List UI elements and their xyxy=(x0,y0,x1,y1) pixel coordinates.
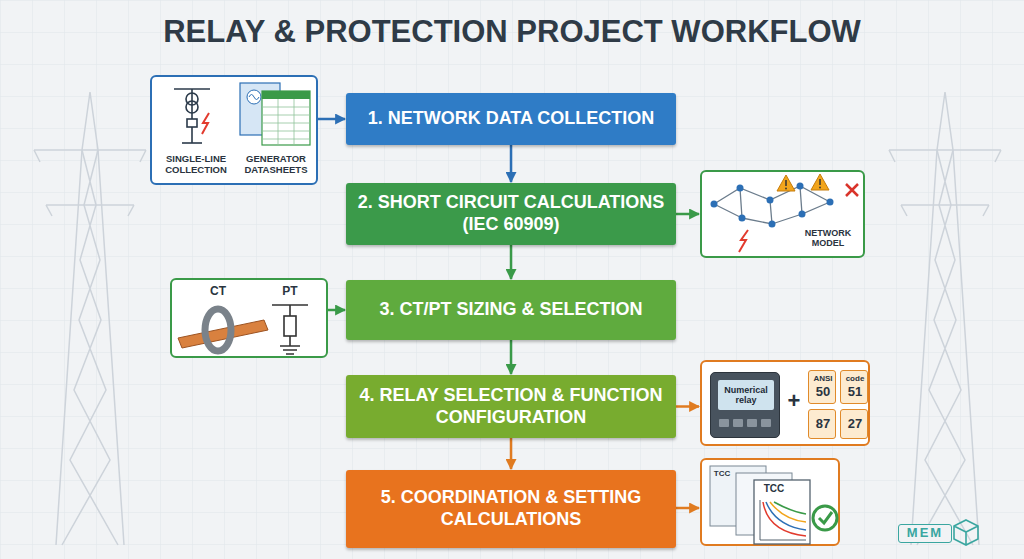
ansi-code-box: 27 xyxy=(840,409,868,439)
illustration-panel: NETWORK MODEL xyxy=(700,170,865,258)
step-title: 3. CT/PT SIZING & SELECTION xyxy=(379,299,642,321)
node-text: SINGLE-LINE COLLECTION xyxy=(156,154,236,176)
ansi-code-box: ANSI 50 xyxy=(808,370,836,404)
node-text: PT xyxy=(270,285,310,299)
flow-arrow xyxy=(510,245,513,279)
ansi-code-box: 87 xyxy=(808,409,836,439)
diagram-title: RELAY & PROTECTION PROJECT WORKFLOW xyxy=(0,14,1024,50)
step-title: 2. SHORT CIRCUIT CALCULATIONS (IEC 60909… xyxy=(354,192,668,235)
step-title: 1. NETWORK DATA COLLECTION xyxy=(368,108,655,130)
illustration-panel: CT PT xyxy=(170,278,328,358)
flow-arrow xyxy=(510,340,513,374)
process-box: 3. CT/PT SIZING & SELECTION xyxy=(346,280,676,340)
ansi-code-box: code 51 xyxy=(840,370,868,404)
flow-arrow xyxy=(676,405,699,408)
flow-arrow xyxy=(318,118,345,121)
step-title: 5. COORDINATION & SETTING CALCULATIONS xyxy=(376,487,646,530)
logo-cube xyxy=(954,520,978,545)
step-title: 4. RELAY SELECTION & FUNCTION CONFIGURAT… xyxy=(354,385,668,428)
tower-right xyxy=(889,92,1001,545)
node-text: CT xyxy=(198,285,238,299)
flow-arrow xyxy=(328,309,345,312)
logo-label: MEM xyxy=(898,524,952,543)
node-text: NETWORK MODEL xyxy=(794,228,862,249)
illustration-panel: TCC TCC xyxy=(700,458,840,546)
node-text: Numerical relay xyxy=(718,380,774,410)
process-box: 2. SHORT CIRCUIT CALCULATIONS (IEC 60909… xyxy=(346,183,676,245)
flow-arrow xyxy=(676,507,699,510)
relay-device: Numerical relay xyxy=(710,372,780,438)
node-text: 87 xyxy=(809,417,837,432)
flow-arrow xyxy=(510,438,513,469)
flow-arrow xyxy=(510,145,513,182)
node-text: TCC xyxy=(713,469,731,478)
node-text: + xyxy=(782,388,806,413)
node-text: ANSI xyxy=(809,374,837,383)
process-box: 4. RELAY SELECTION & FUNCTION CONFIGURAT… xyxy=(346,375,676,438)
node-text: TCC xyxy=(759,483,789,495)
illustration-panel: + Numerical relay ANSI 50 code 51 87 27 xyxy=(700,360,870,446)
ct-pt-illustration xyxy=(172,280,330,360)
illustration-panel: SINGLE-LINE COLLECTIONGENERATOR DATASHEE… xyxy=(150,75,318,185)
node-text: GENERATOR DATASHEETS xyxy=(236,154,316,176)
node-text: 51 xyxy=(841,385,869,400)
process-box: 5. COORDINATION & SETTING CALCULATIONS xyxy=(346,470,676,548)
node-text: 50 xyxy=(809,385,837,400)
process-box: 1. NETWORK DATA COLLECTION xyxy=(346,93,676,145)
flow-arrow xyxy=(676,213,699,216)
node-text: 27 xyxy=(841,417,869,432)
tower-left xyxy=(34,92,146,545)
node-text: code xyxy=(841,374,869,383)
